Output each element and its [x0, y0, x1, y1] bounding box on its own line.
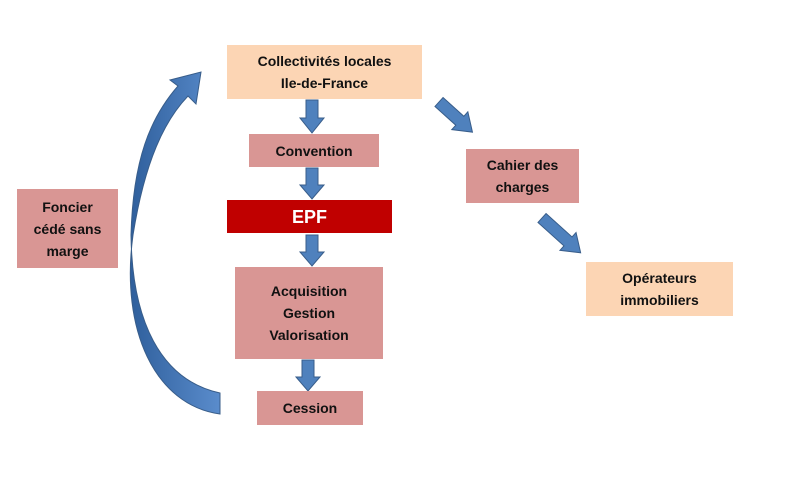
epf-box: EPF — [227, 200, 392, 233]
cahier-box: Cahier des charges — [466, 149, 579, 203]
down-arrow-epf-actions — [298, 234, 326, 267]
return-curved-arrow — [129, 71, 221, 415]
convention-box: Convention — [249, 134, 379, 167]
down-arrow-convention-epf — [298, 167, 326, 200]
actions-line1: Acquisition — [270, 283, 348, 299]
foncier-line2: cédé sans — [33, 220, 102, 237]
cession-box: Cession — [257, 391, 363, 425]
foncier-box: Foncier cédé sans marge — [17, 189, 118, 268]
cahier-line2: charges — [495, 179, 550, 195]
down-arrow-actions-cession — [294, 359, 322, 392]
convention-label: Convention — [275, 142, 353, 159]
actions-line3: Valorisation — [269, 327, 349, 343]
down-arrow-collectivites-convention — [298, 99, 326, 134]
operateurs-line2: immobiliers — [620, 292, 699, 308]
foncier-line1: Foncier — [42, 198, 93, 215]
actions-line2: Gestion — [282, 305, 336, 321]
collectivites-line1: Collectivités locales — [257, 53, 392, 69]
collectivites-box: Collectivités locales Ile-de-France — [227, 45, 422, 99]
foncier-line3: marge — [46, 242, 89, 259]
epf-label: EPF — [291, 206, 327, 227]
collectivites-line2: Ile-de-France — [280, 75, 369, 91]
operateurs-line1: Opérateurs — [622, 270, 697, 286]
actions-box: Acquisition Gestion Valorisation — [235, 267, 383, 359]
diagonal-arrow-collectivites-cahier — [434, 96, 474, 133]
cahier-line1: Cahier des — [486, 157, 559, 173]
diagonal-arrow-cahier-operateurs — [537, 212, 582, 254]
cession-label: Cession — [282, 400, 338, 416]
operateurs-box: Opérateurs immobiliers — [586, 262, 733, 316]
